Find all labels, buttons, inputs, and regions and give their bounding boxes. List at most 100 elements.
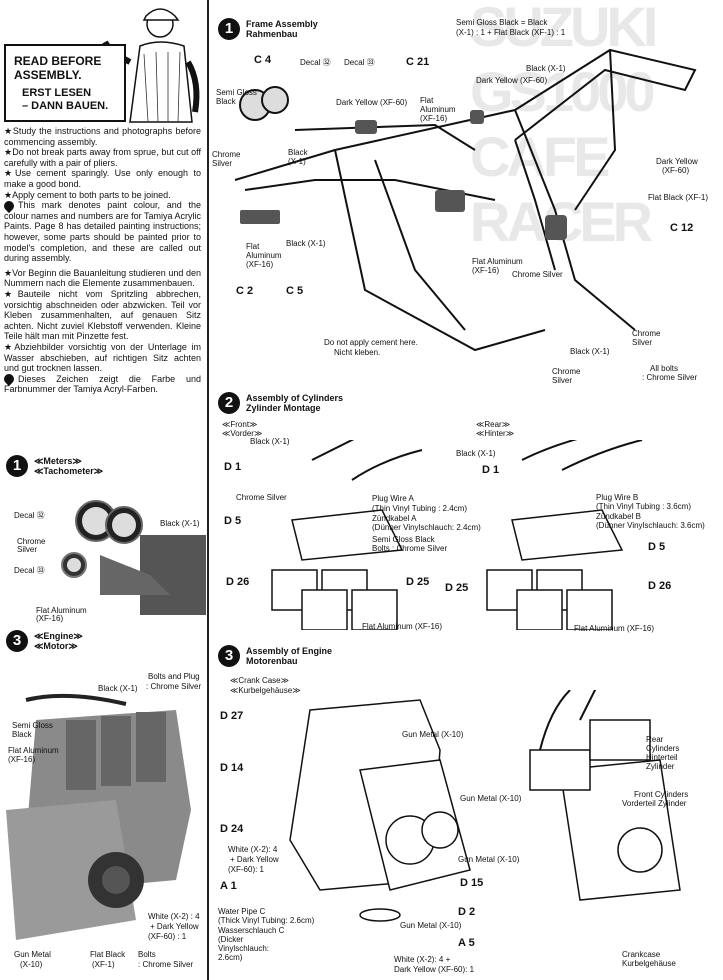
cyl-label-1: Black (X-1) [250,437,290,446]
frame-label-no-cement: Do not apply cement here. [324,338,418,347]
instruction-en-1: ★Study the instructions and photographs … [4,126,201,147]
read-before-assembly-box: READ BEFORE ASSEMBLY. ERST LESEN – DANN … [4,44,126,122]
eng-label-23: Rear [646,735,664,744]
cyl-label-6: D 25 [406,576,430,588]
instruction-en-3: ★Use cement sparingly. Use only enough t… [4,168,201,189]
eng-label-30: Kurbelgehäuse [622,959,676,968]
engine-label-11: Gun Metal [14,950,51,959]
eng-label-14: Wasserschlauch C [218,926,285,935]
read-box-line2: ASSEMBLY. [14,68,82,82]
frame-label-dark-yellow-3: Dark Yellow [656,157,698,166]
paint-mark-en: This mark denotes paint colour, and the … [4,200,201,264]
meters-label-6: Flat Aluminum [36,606,87,615]
frame-label-all-bolts: All bolts [650,364,679,373]
meters-subtitle: ≪Tachometer≫ [34,466,104,476]
frame-label-all-bolts-2: : Chrome Silver [642,373,698,382]
meters-label-4: Silver [17,545,38,554]
eng-label-1: D 27 [220,710,244,722]
cyl-label-13: Flat Aluminum (XF-16) [362,622,443,631]
engine-label-6: Flat Aluminum [8,746,59,755]
frame-label-black: Black [288,148,308,157]
eng-label-24: Cylinders [646,744,680,753]
frame-diagram [234,48,697,352]
engine-photo [6,690,204,958]
engine-label-10: (XF-60) : 1 [148,932,187,941]
frame-label-flat-black: Flat Black (XF-1) [648,193,709,202]
cylinders-subtitle: Zylinder Montage [246,403,321,413]
engine-label-1: Black (X-1) [98,684,138,693]
cyl-label-3: Chrome Silver [236,493,287,502]
cyl-label-22: D 26 [648,580,672,592]
meters-label-7: (XF-16) [36,614,64,623]
engine-assembly-subtitle: Motorenbau [246,656,298,666]
cylinders-rear: ≪Rear≫ [476,420,511,429]
read-box-de-line2: – DANN BAUEN. [22,100,109,112]
eng-label-5: D 24 [220,823,244,835]
frame-label-dark-yellow-1: Dark Yellow (XF-60) [476,76,548,85]
meters-label-3: Chrome [17,537,46,546]
eng-label-17: 2.6cm) [218,953,243,962]
frame-label-c2: C 2 [236,285,254,297]
eng-label-3: D 14 [220,762,244,774]
cyl-label-9: Zündkabel A [372,514,417,523]
cyl-label-23: Flat Aluminum (XF-16) [574,624,655,633]
eng-label-21: White (X-2): 4 + [394,955,451,964]
read-box-de-line1: ERST LESEN [22,87,92,99]
cyl-label-4: D 5 [224,515,242,527]
engine-label-8: White (X-2) : 4 [148,912,200,921]
cylinders-front: ≪Front≫ [222,420,258,429]
eng-label-27: Front Cylinders [634,790,689,799]
cyl-label-15: D 1 [482,464,500,476]
frame-label-silver: Silver [212,159,233,168]
engine-label-2: Bolts and Plug [148,672,200,681]
step-title-cylinders: Assembly of Cylinders Zylinder Montage [246,393,343,413]
step-title-meters: ≪Meters≫ ≪Tachometer≫ [34,456,103,476]
cyl-label-11: Semi Gloss Black [372,535,435,544]
frame-label-aluminum: Aluminum [420,105,456,114]
step-number-engine: 3 [6,630,28,652]
cyl-label-5: D 26 [226,576,250,588]
engine-title: ≪Engine≫ [34,631,83,641]
eng-label-20: A 5 [458,937,475,949]
frame-label-black-x1-2: (X-1) [288,157,306,166]
frame-label-flat-2: Flat [246,242,260,251]
instruction-de-2: ★Bauteile nicht vom Spritzling abbrechen… [4,288,201,342]
frame-label-semigloss-formula: Semi Gloss Black = Black [456,18,548,27]
frame-label-flat: Flat [420,96,434,105]
frame-label-semigloss-black: Black [216,97,236,106]
frame-label-aluminum-2: Aluminum [246,251,282,260]
step-number-frame: 1 [218,18,240,40]
crankcase-heading-de: ≪Kurbelgehäuse≫ [230,686,301,695]
frame-label-silver-2: Silver [632,338,653,347]
frame-label-semigloss: Semi Gloss [216,88,257,97]
eng-label-10: Gun Metal (X-10) [458,855,520,864]
eng-label-4: Gun Metal (X-10) [460,794,522,803]
cylinders-diagram [271,440,643,630]
background-title: SUZUKI GS1000 CAFE RACER [470,0,658,253]
frame-subtitle: Rahmenbau [246,29,298,39]
frame-label-nicht-kleben: Nicht kleben. [334,348,381,357]
cylinders-title: Assembly of Cylinders [246,393,344,403]
instruction-de-1: ★Vor Beginn die Bauanleitung studieren u… [4,267,201,289]
eng-label-26: Zylinder [646,762,675,771]
step-title-frame: Frame Assembly Rahmenbau [246,19,318,39]
cylinders-front-de: ≪Vorder≫ [222,429,263,438]
frame-label-semigloss-formula-2: (X-1) : 1 + Flat Black (XF-1) : 1 [456,28,566,37]
engine-label-4: Semi Gloss [12,721,53,730]
eng-label-12: Water Pipe C [218,907,266,916]
engine-label-9: + Dark Yellow [150,922,199,931]
instruction-de-3: ★Abziehbilder vorsichtig von der Unterla… [4,341,201,374]
cyl-label-14: Black (X-1) [456,449,496,458]
cyl-label-17: (Thin Vinyl Tubing : 3.6cm) [596,502,692,511]
eng-label-11: D 15 [460,877,484,889]
engine-label-15: Bolts [138,950,156,959]
frame-label-c21: C 21 [406,56,430,68]
column-divider [207,0,209,980]
frame-label-black-x1-3: Black (X-1) [286,239,326,248]
step-number-cylinders: 2 [218,392,240,414]
engine-label-16: : Chrome Silver [138,960,194,969]
eng-label-6: White (X-2): 4 [228,845,278,854]
frame-label-decal32: Decal ㉜ [300,58,331,67]
cyl-label-21: D 25 [445,582,469,594]
eng-label-22: Dark Yellow (XF-60): 1 [394,965,475,974]
